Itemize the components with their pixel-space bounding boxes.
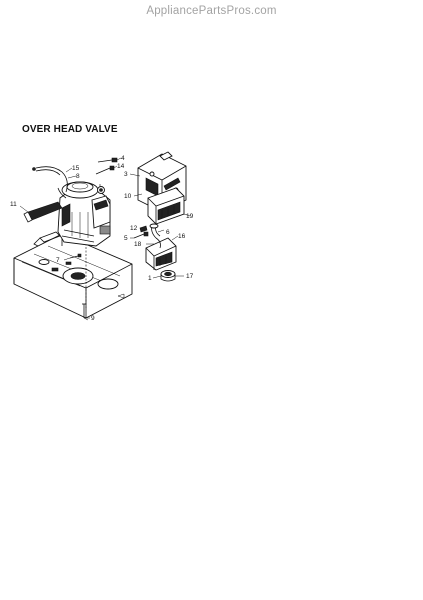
callout-12-label: 12 — [130, 225, 138, 232]
callout-11-label: 11 — [10, 201, 17, 208]
callout-15: 15 — [65, 165, 80, 173]
callout-17-label: 16 — [178, 233, 186, 240]
callout-7-label: 7 — [56, 257, 60, 264]
muffler-19 — [147, 187, 185, 225]
callout-12: 12 — [130, 225, 142, 232]
chassis-frame — [13, 231, 133, 319]
callout-3: 3 — [124, 171, 141, 178]
screw-7 — [69, 253, 82, 259]
engine-parts-diagram: 15 8 4 14 3 10 19 11 7 12 5 6 — [10, 151, 194, 322]
callout-1-label: 1 — [148, 275, 152, 282]
bolt-14 — [95, 165, 115, 175]
section-title: OVER HEAD VALVE — [22, 124, 118, 135]
bolt-5 — [133, 231, 149, 239]
watermark: AppliancePartsPros.com — [146, 5, 277, 17]
callout-4: 4 — [116, 155, 125, 162]
callout-9: 8 — [67, 173, 80, 180]
callout-8-label: 6 — [166, 229, 170, 236]
engine-block — [57, 181, 111, 247]
callout-19-label: 19 — [186, 213, 194, 220]
callout-14-label: 14 — [117, 163, 125, 170]
callout-17: 16 — [171, 233, 186, 241]
callout-11: 11 — [10, 201, 29, 213]
clamp-12 — [139, 225, 148, 233]
callout-18: 18 — [134, 241, 154, 248]
callout-7: 7 — [56, 257, 71, 264]
bolt-4 — [97, 157, 118, 163]
muffler-pipe-18 — [155, 237, 161, 249]
callout-9-label: 8 — [76, 173, 80, 180]
callout-5: 5 — [124, 235, 134, 242]
callout-6: 9 — [86, 315, 95, 322]
callout-3-label: 3 — [124, 171, 128, 178]
callout-16: 17 — [175, 273, 194, 280]
muffler-17 — [145, 237, 177, 271]
deflector-16 — [160, 270, 176, 282]
throttle-cable-15 — [32, 166, 68, 193]
bolt-6 — [82, 303, 89, 321]
heat-shield-11 — [23, 201, 63, 223]
callout-19: 19 — [183, 213, 194, 220]
callout-4-label: 4 — [121, 155, 125, 162]
callout-14: 14 — [113, 163, 125, 170]
callout-10-label: 10 — [124, 193, 132, 200]
callout-15-label: 15 — [72, 165, 80, 172]
callout-18-label: 18 — [134, 241, 142, 248]
callout-6-label: 9 — [91, 315, 95, 322]
callout-1: 1 — [148, 275, 162, 282]
callout-10: 10 — [124, 193, 143, 200]
exhaust-pipe-8 — [149, 223, 161, 239]
callout-8: 6 — [157, 229, 170, 236]
callout-5-label: 5 — [124, 235, 128, 242]
callout-16-label: 17 — [186, 273, 194, 280]
